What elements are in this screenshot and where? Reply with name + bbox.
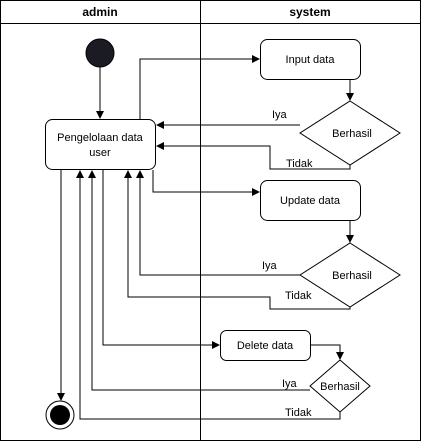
activity-input-data-label: Input data	[286, 54, 336, 66]
edge-label-yes-2: Iya	[262, 260, 278, 272]
decision-update-success-label: Berhasil	[332, 270, 372, 282]
activity-manage-user-label-line2: user	[89, 147, 111, 159]
edge-decision3-no	[76, 170, 341, 420]
lane-title-system: system	[289, 5, 330, 19]
edge-manage-to-delete	[102, 170, 220, 349]
activity-delete-data	[220, 330, 311, 361]
decision-delete-success-label: Berhasil	[320, 381, 360, 393]
activity-input-data	[260, 39, 361, 80]
activity-delete-data-label: Delete data	[237, 340, 294, 352]
edge-label-no-3: Tidak	[285, 407, 312, 419]
edge-label-no-1: Tidak	[286, 158, 313, 170]
edge-manage-to-input	[139, 55, 260, 119]
activity-update-data-label: Update data	[280, 195, 341, 207]
edge-decision1-no	[156, 142, 351, 170]
edge-decision2-no	[124, 170, 351, 310]
activity-update-data	[260, 180, 361, 221]
activity-manage-user-label-line1: Pengelolaan data	[57, 132, 144, 144]
edge-decision2-yes	[136, 170, 300, 276]
edge-label-no-2: Tidak	[285, 290, 312, 302]
edge-decision3-yes	[88, 170, 310, 391]
decision-input-success-label: Berhasil	[332, 128, 372, 140]
lane-title-admin: admin	[82, 5, 117, 19]
edge-delete-to-decision	[311, 344, 344, 360]
start-node	[85, 38, 115, 68]
activity-manage-user	[45, 119, 156, 170]
edge-manage-to-update	[152, 170, 260, 196]
end-node-dot	[50, 405, 70, 425]
edge-label-yes-3: Iya	[282, 378, 298, 390]
edge-label-yes-1: Iya	[272, 109, 288, 121]
